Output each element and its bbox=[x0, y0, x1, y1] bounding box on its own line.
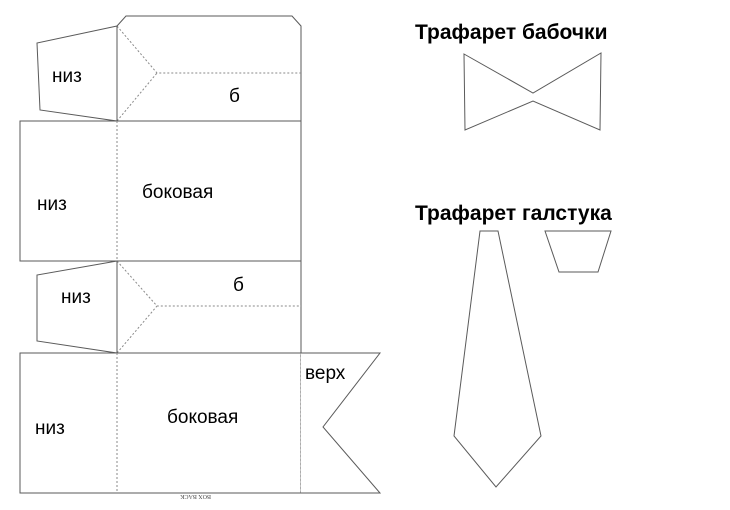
side-panel-1-label: боковая bbox=[142, 182, 213, 203]
tie-knot-shape bbox=[544, 230, 612, 273]
bottom-panel-2-label: низ bbox=[35, 418, 65, 439]
top-flap bbox=[301, 352, 382, 494]
bow-stencil: Трафарет бабочки bbox=[415, 21, 607, 131]
bottom-flap-2-label: низ bbox=[61, 287, 91, 308]
bow-tie-shape bbox=[463, 52, 602, 131]
side-flap-middle bbox=[116, 260, 302, 354]
bottom-flap-1-label: низ bbox=[52, 66, 82, 87]
tie-stencil: Трафарет галстука bbox=[415, 202, 612, 488]
side-flap-1-label: б bbox=[229, 86, 240, 107]
side-panel-2-label: боковая bbox=[167, 407, 238, 428]
side-flap-2-label: б bbox=[233, 275, 244, 296]
bow-stencil-title: Трафарет бабочки bbox=[415, 21, 607, 44]
bottom-panel-1-label: низ bbox=[37, 194, 67, 215]
box-template: низ б низ боковая низ б низ боковая верх… bbox=[19, 15, 382, 499]
tie-stencil-title: Трафарет галстука bbox=[415, 202, 612, 225]
bottom-flap-2 bbox=[36, 260, 118, 354]
upper-panel bbox=[19, 120, 302, 262]
small-print-label: BOX BACK bbox=[179, 493, 211, 499]
side-flap-top bbox=[116, 15, 302, 122]
bottom-flap-1 bbox=[36, 25, 118, 122]
tie-blade-shape bbox=[453, 230, 542, 488]
top-flap-label: верх bbox=[305, 363, 346, 384]
